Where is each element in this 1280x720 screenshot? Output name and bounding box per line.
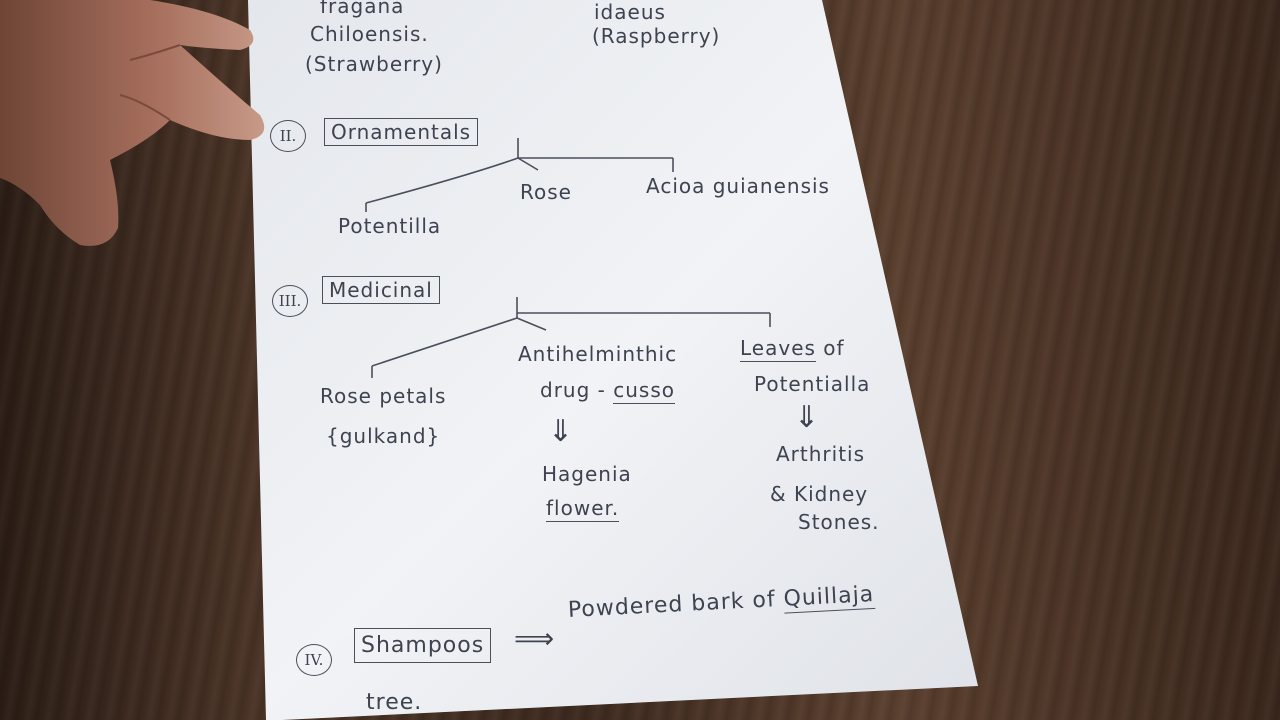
top-col2-line1: idaeus	[594, 0, 666, 24]
medicinal-b3-line1-underlined: Leaves	[740, 336, 816, 362]
paper-surface	[248, 0, 978, 720]
medicinal-b3-line4: & Kidney	[770, 482, 869, 506]
medicinal-b2-line3: Hagenia	[542, 462, 632, 486]
section-3-numeral: III.	[272, 285, 308, 317]
top-col1-line2: Chiloensis.	[310, 22, 429, 46]
top-col2-line2: (Raspberry)	[592, 24, 721, 48]
section-4-text-underlined: Quillaja	[782, 581, 875, 614]
ornamental-branch-2: Rose	[520, 180, 572, 204]
medicinal-b1-line1: Rose petals	[320, 384, 447, 408]
section-4-heading: Shampoos	[354, 628, 492, 663]
section-3-heading: Medicinal	[322, 276, 440, 304]
section-4-line2: tree.	[366, 690, 423, 715]
medicinal-b3-arrow: ⇓	[794, 400, 821, 435]
medicinal-b2-line2-underlined: cusso	[613, 378, 675, 404]
medicinal-b2-line4-underlined: flower.	[546, 496, 620, 522]
medicinal-b2-line1: Antihelminthic	[518, 342, 678, 366]
tree-lines	[365, 138, 771, 378]
medicinal-b2-line4: flower.	[546, 496, 620, 522]
section-4-numeral: IV.	[296, 644, 332, 676]
medicinal-b2-line2-pre: drug -	[540, 378, 614, 402]
medicinal-b3-line1: Leaves of	[740, 336, 845, 362]
hand	[0, 0, 265, 246]
medicinal-b2-arrow: ⇓	[548, 414, 575, 449]
top-col1-line1: fragana	[320, 0, 405, 18]
medicinal-b1-line2: {gulkand}	[326, 424, 441, 448]
medicinal-b3-line3: Arthritis	[776, 442, 866, 466]
ornamental-branch-3: Acioa guianensis	[646, 174, 830, 198]
medicinal-b3-line1-post: of	[815, 336, 845, 360]
medicinal-b3-line5: Stones.	[798, 510, 880, 534]
section-2-numeral: II.	[270, 120, 306, 152]
section-2-heading: Ornamentals	[324, 118, 479, 146]
section-4-arrow: ⟹	[514, 622, 556, 655]
top-col1-line3: (Strawberry)	[305, 52, 443, 76]
medicinal-b3-line2: Potentialla	[754, 372, 871, 396]
ornamental-branch-1: Potentilla	[338, 214, 442, 238]
medicinal-b2-line2: drug - cusso	[540, 378, 675, 404]
